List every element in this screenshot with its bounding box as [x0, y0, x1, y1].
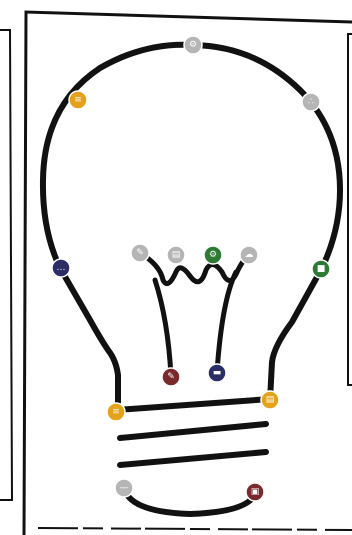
- upper-left-node-circle: [68, 90, 88, 110]
- right-panel-frame: [347, 33, 352, 386]
- stem-right-node[interactable]: ▬: [207, 363, 227, 383]
- sketch-frame-bottom: [37, 527, 352, 531]
- pencil-icon: ✎: [136, 248, 144, 258]
- base-left-node-circle: [106, 402, 126, 422]
- chat-icon: …: [57, 263, 66, 273]
- link-icon: —: [120, 483, 129, 493]
- filament-stem-left: [152, 277, 174, 379]
- cloud-icon: ☁: [245, 250, 254, 260]
- filament-node-4-circle: [239, 245, 259, 265]
- base-cap: [121, 485, 259, 518]
- base-left-node[interactable]: ≡: [106, 402, 126, 422]
- top-node[interactable]: ⚙: [183, 35, 203, 55]
- settings-icon: ⚙: [189, 40, 197, 50]
- left-node[interactable]: …: [51, 258, 71, 278]
- pencil-icon: ✎: [167, 372, 175, 382]
- upper-left-node[interactable]: ≡: [68, 90, 88, 110]
- top-node-circle: [183, 35, 203, 55]
- filament-node-4[interactable]: ☁: [239, 245, 259, 265]
- filament-node-2[interactable]: ▤: [166, 245, 186, 265]
- stem-left-node[interactable]: ✎: [161, 367, 181, 387]
- list-icon: ≡: [74, 95, 82, 105]
- document-icon: ▤: [266, 395, 275, 405]
- filament-node-3-circle: [203, 245, 223, 265]
- list-icon: ≡: [112, 407, 120, 417]
- share-icon: ∴: [308, 97, 314, 107]
- tag-icon: ▬: [213, 368, 222, 378]
- image-icon: ▣: [251, 487, 260, 497]
- upper-right-node-circle: [301, 92, 321, 112]
- bottom-left-node-circle: [114, 478, 134, 498]
- bulb-outline: [39, 41, 343, 405]
- left-panel-frame: [0, 29, 14, 501]
- filament-stem-right: [214, 269, 239, 375]
- upper-right-node[interactable]: ∴: [301, 92, 321, 112]
- gear-icon: ⚙: [209, 250, 217, 260]
- filament-node-1[interactable]: ✎: [130, 243, 150, 263]
- folder-icon: ■: [317, 264, 326, 274]
- stem-right-node-circle: [207, 363, 227, 383]
- filament-node-1-circle: [130, 243, 150, 263]
- stem-left-node-circle: [161, 367, 181, 387]
- sketch-frame: [22, 10, 352, 535]
- right-node-circle: [311, 259, 331, 279]
- base-line-2: [117, 421, 269, 441]
- document-icon: ▤: [172, 250, 181, 260]
- filament-node-3[interactable]: ⚙: [203, 245, 223, 265]
- bottom-left-node[interactable]: —: [114, 478, 134, 498]
- base-line-3: [117, 449, 269, 468]
- filament-node-2-circle: [166, 245, 186, 265]
- base-line-1: [113, 396, 273, 413]
- bottom-right-node[interactable]: ▣: [245, 482, 265, 502]
- base-right-node-circle: [260, 390, 280, 410]
- nodes-layer: ⚙ ≡ ∴ … ■ ✎ ▤ ⚙ ☁ ✎ ▬ ≡ ▤ — ▣: [51, 35, 331, 502]
- base-right-node[interactable]: ▤: [260, 390, 280, 410]
- left-node-circle: [51, 258, 71, 278]
- right-node[interactable]: ■: [311, 259, 331, 279]
- bottom-right-node-circle: [245, 482, 265, 502]
